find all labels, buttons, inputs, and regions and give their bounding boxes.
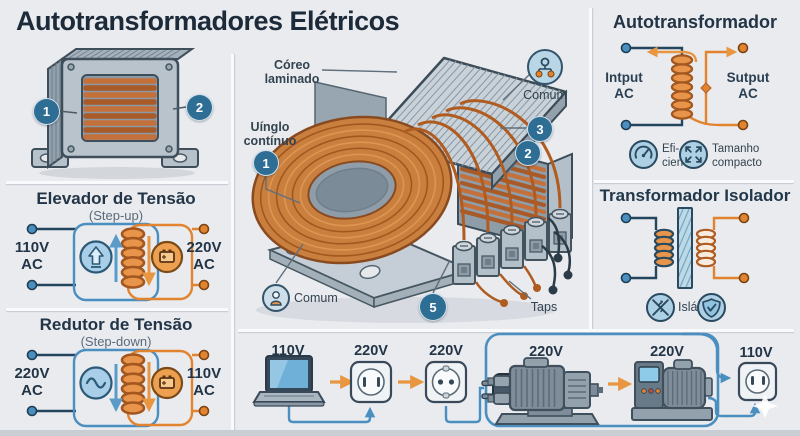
compact-size-label: Tamanho compacto	[712, 143, 762, 169]
connection-wire	[682, 332, 732, 384]
no-coupling-icon	[646, 293, 675, 322]
efficiency-gauge-icon	[629, 140, 658, 169]
us-outlet-icon	[349, 360, 393, 404]
sparkle-icon	[752, 394, 778, 418]
eu-outlet-icon	[424, 360, 468, 404]
step-up-input-label: 110V AC	[14, 239, 50, 273]
pump-voltage-label: 220V	[529, 344, 563, 360]
step-down-input-label: 220V AC	[14, 365, 50, 399]
callout-badge-2-main: 2	[515, 140, 541, 166]
common-bottom-label: Comum	[294, 291, 338, 305]
wall-outlet-icon	[737, 361, 778, 402]
compact-size-icon	[679, 140, 708, 169]
core-label: Córeo laminado	[264, 58, 320, 86]
divider-left-center	[231, 54, 234, 432]
motor-generator-icon	[631, 359, 713, 421]
common-top-label: Comum	[523, 88, 567, 102]
autotransformer-input-label: Intput AC	[605, 70, 643, 101]
common-person-icon	[262, 284, 290, 312]
shield-check-icon	[697, 293, 726, 322]
battery-icon	[150, 240, 184, 274]
bottom-edge	[0, 430, 800, 436]
source-up-icon	[79, 240, 113, 274]
efficiency-label: Efi- cien	[662, 143, 684, 169]
eu-outlet-voltage-label: 220V	[429, 343, 463, 359]
connection-wire	[707, 396, 761, 418]
primary-coil-icon	[653, 228, 675, 268]
divider-center-right	[589, 8, 592, 332]
step-up-diagram	[26, 222, 210, 302]
callout-badge-1: 1	[33, 98, 60, 125]
divider-left-1	[6, 181, 228, 184]
ac-sine-icon	[79, 366, 113, 400]
autotransformer-title: Autotransformador	[612, 12, 777, 32]
us-outlet-voltage-label: 220V	[354, 343, 388, 359]
coil-windings	[83, 78, 157, 140]
corner-screws	[67, 63, 173, 153]
application-flow-diagram	[252, 332, 778, 428]
transformer-photo-illustration	[31, 48, 199, 179]
step-up-title: Elevador de Tensão	[36, 189, 196, 208]
taps-label: Taps	[530, 300, 558, 314]
isolator-diagram	[620, 207, 750, 289]
autotransformer-output-label: Sutput AC	[726, 70, 770, 101]
water-pump-icon	[487, 357, 603, 425]
output-flow-arrow	[704, 46, 738, 125]
page-title: Autotransformadores Elétricos	[16, 6, 400, 36]
laptop-voltage-label: 110V	[271, 343, 305, 359]
tap-wires	[403, 99, 562, 241]
battery-icon	[150, 366, 184, 400]
coil-icon	[120, 227, 146, 289]
autotransformer-diagram	[620, 42, 749, 131]
step-down-title: Redutor de Tensão	[39, 315, 193, 334]
step-down-subtitle: (Step-down)	[80, 334, 152, 349]
common-node-icon	[527, 49, 563, 85]
step-down-diagram	[26, 348, 210, 428]
winding-label: Uínglo contínuo	[243, 120, 297, 148]
callout-badge-2: 2	[186, 94, 213, 121]
connection-wire	[444, 386, 484, 424]
step-up-subtitle: (Step-up)	[88, 208, 144, 223]
coil-icon	[670, 54, 694, 120]
callout-badge-1-main: 1	[253, 150, 279, 176]
divider-right-1	[594, 180, 794, 183]
step-down-output-label: 110V AC	[186, 365, 222, 399]
divider-left-2	[6, 308, 228, 311]
generator-voltage-label: 220V	[650, 344, 684, 360]
annotation-lines	[265, 69, 532, 300]
converter-box-outline	[484, 332, 720, 428]
divider-bottom-strip	[238, 329, 794, 332]
tap-node	[700, 82, 712, 94]
callout-badge-3-main: 3	[527, 116, 553, 142]
step-up-output-label: 220V AC	[186, 239, 222, 273]
coil-icon	[120, 353, 146, 415]
callout-badge-5-main: 5	[419, 293, 447, 321]
secondary-coil-icon	[695, 228, 717, 268]
outlet-voltage-label: 110V	[739, 345, 773, 361]
laptop-icon	[252, 355, 326, 407]
output-wires	[541, 216, 571, 289]
isolator-title: Transformador Isolador	[599, 186, 791, 205]
input-flow-arrow	[646, 46, 698, 63]
isolation-barrier	[677, 207, 693, 289]
connection-wire	[287, 406, 376, 424]
main-coil	[251, 115, 453, 265]
